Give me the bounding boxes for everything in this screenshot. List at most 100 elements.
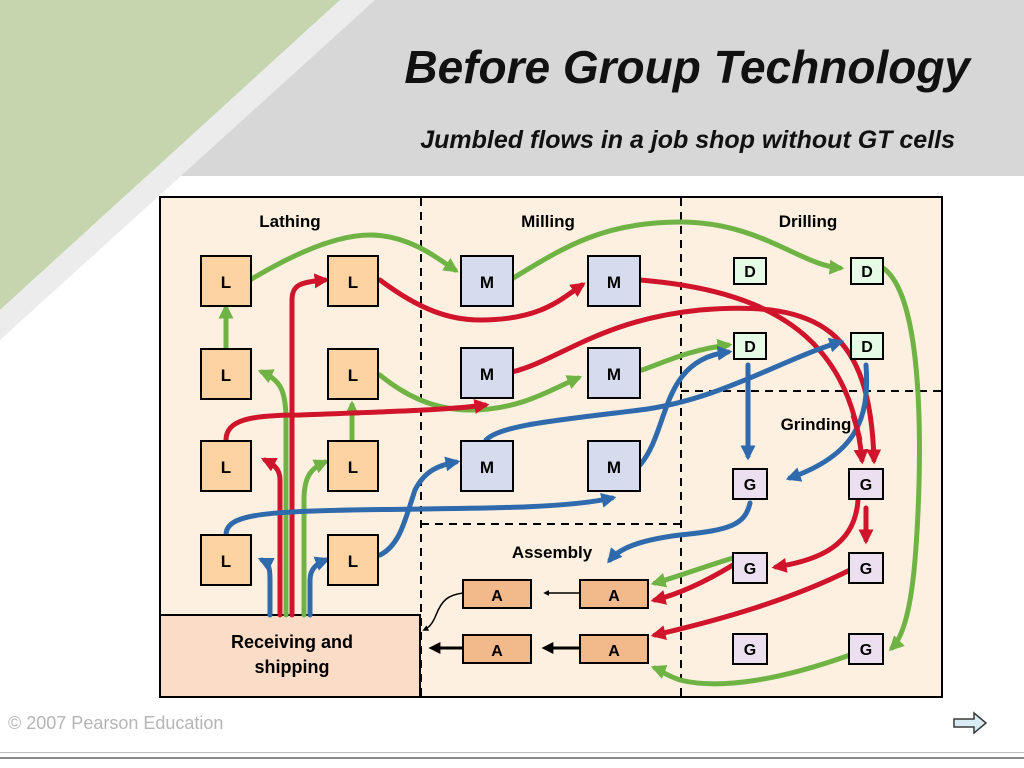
flow-blue	[223, 493, 617, 538]
lathe-machine: L	[327, 255, 379, 307]
flow-red	[771, 497, 861, 573]
footer-divider	[0, 752, 1024, 753]
lathe-machine: L	[327, 348, 379, 400]
label-drilling: Drilling	[779, 212, 838, 231]
grinder-machine: G	[848, 633, 884, 665]
copyright-notice: © 2007 Pearson Education	[8, 713, 224, 733]
svg-text:G: G	[860, 477, 872, 494]
svg-text:L: L	[348, 366, 358, 385]
flow-black-thin	[422, 592, 464, 631]
flow-red	[260, 457, 283, 618]
flow-green	[880, 265, 922, 652]
grinder-machine: G	[732, 468, 768, 500]
svg-text:L: L	[221, 366, 231, 385]
flow-blue	[483, 337, 845, 443]
svg-text:G: G	[744, 477, 756, 494]
svg-text:L: L	[348, 552, 358, 571]
grinder-machine: G	[848, 468, 884, 500]
lathe-machine: L	[200, 255, 252, 307]
flow-red	[509, 305, 882, 465]
drill-machine: D	[850, 257, 884, 285]
lathe-machine: L	[200, 440, 252, 492]
svg-text:L: L	[221, 273, 231, 292]
svg-text:G: G	[744, 561, 756, 578]
lathe-machine: L	[200, 534, 252, 586]
svg-text:A: A	[608, 588, 620, 605]
svg-text:L: L	[221, 552, 231, 571]
svg-text:G: G	[860, 642, 872, 659]
grinder-machine: G	[732, 633, 768, 665]
svg-text:M: M	[607, 273, 621, 292]
mill-machine: M	[460, 440, 514, 492]
svg-text:L: L	[221, 458, 231, 477]
lathe-machine: L	[327, 440, 379, 492]
flow-red	[289, 273, 330, 618]
flow-red	[650, 562, 736, 605]
mill-machine: M	[587, 440, 641, 492]
svg-text:M: M	[607, 365, 621, 384]
flow-blue	[307, 556, 331, 618]
mill-machine: M	[460, 347, 514, 399]
next-slide-button[interactable]	[952, 710, 988, 736]
mill-machine: M	[587, 255, 641, 307]
right-arrow-icon	[953, 711, 988, 735]
footer-divider	[0, 757, 1024, 759]
svg-text:M: M	[480, 365, 494, 384]
flow-blue	[785, 362, 870, 482]
flow-red	[850, 414, 863, 441]
svg-text:D: D	[744, 264, 756, 281]
svg-text:A: A	[491, 643, 503, 660]
flow-red	[223, 399, 490, 443]
slide-title: Before Group Technology	[404, 41, 970, 93]
corner-decoration-stripe	[0, 0, 375, 340]
svg-text:A: A	[608, 643, 620, 660]
flow-green	[257, 369, 289, 618]
flow-blue	[377, 456, 461, 558]
flow-green	[650, 555, 736, 588]
slide-subtitle: Jumbled flows in a job shop without GT c…	[420, 126, 955, 154]
lathe-machine: L	[327, 534, 379, 586]
mill-machine: M	[460, 255, 514, 307]
grinder-machine: G	[848, 552, 884, 584]
svg-text:L: L	[348, 458, 358, 477]
assembly-station: A	[462, 634, 532, 664]
svg-text:G: G	[860, 561, 872, 578]
flow-red	[650, 567, 853, 640]
flow-red	[637, 277, 869, 465]
flow-green	[377, 372, 583, 413]
flow-red	[377, 277, 586, 323]
svg-text:G: G	[744, 642, 756, 659]
drill-machine: D	[850, 332, 884, 360]
flow-green	[507, 219, 845, 283]
svg-text:M: M	[480, 273, 494, 292]
flow-green	[247, 232, 459, 283]
label-receiving-line1: Receiving and	[231, 632, 353, 652]
label-lathing: Lathing	[259, 212, 320, 231]
mill-machine: M	[587, 347, 641, 399]
label-receiving-line2: shipping	[255, 657, 330, 677]
flow-blue	[607, 500, 753, 564]
receiving-shipping-area	[159, 614, 421, 698]
assembly-station: A	[462, 579, 532, 609]
svg-text:L: L	[348, 273, 358, 292]
label-milling: Milling	[521, 212, 575, 231]
flow-blue	[257, 557, 275, 618]
assembly-station: A	[579, 634, 649, 664]
lathe-machine: L	[200, 348, 252, 400]
label-assembly: Assembly	[512, 543, 593, 562]
flow-green	[301, 459, 330, 618]
svg-text:D: D	[744, 339, 756, 356]
svg-text:M: M	[480, 458, 494, 477]
flow-green	[650, 652, 853, 687]
svg-text:D: D	[861, 264, 873, 281]
drill-machine: D	[733, 257, 767, 285]
label-grinding: Grinding	[781, 415, 852, 434]
flow-blue	[637, 345, 733, 468]
svg-text:M: M	[607, 458, 621, 477]
svg-text:D: D	[861, 339, 873, 356]
drill-machine: D	[733, 332, 767, 360]
assembly-station: A	[579, 579, 649, 609]
svg-text:A: A	[491, 588, 503, 605]
grinder-machine: G	[732, 552, 768, 584]
